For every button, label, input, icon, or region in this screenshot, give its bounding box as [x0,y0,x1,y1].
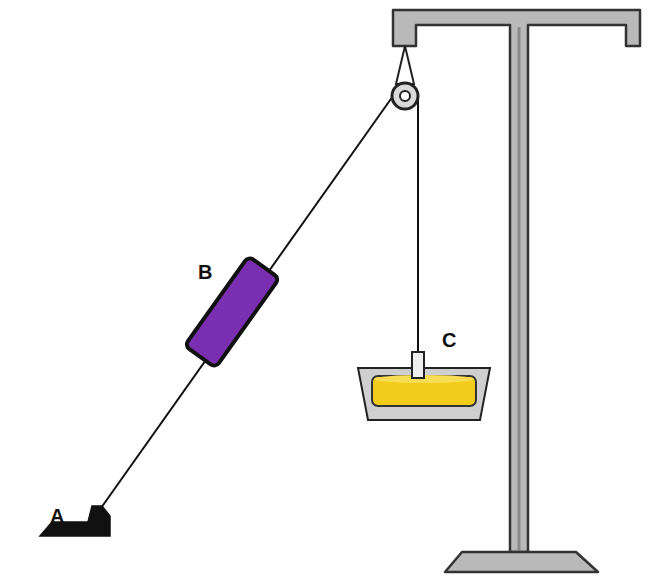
spring-scale [185,256,280,368]
string-slanted [101,96,393,508]
part-label: C [442,330,456,350]
pulley-hanger [396,46,414,84]
string-vertical [417,96,419,354]
pole-shade [518,27,521,550]
pulley [392,83,418,109]
stand-frame [393,10,640,552]
dish [372,376,476,406]
part-label: A [50,506,64,526]
anchor-block [40,506,110,536]
weight [412,352,424,378]
part-label: B [198,262,212,282]
pulley-axle [400,91,410,101]
stand-base [445,552,598,572]
